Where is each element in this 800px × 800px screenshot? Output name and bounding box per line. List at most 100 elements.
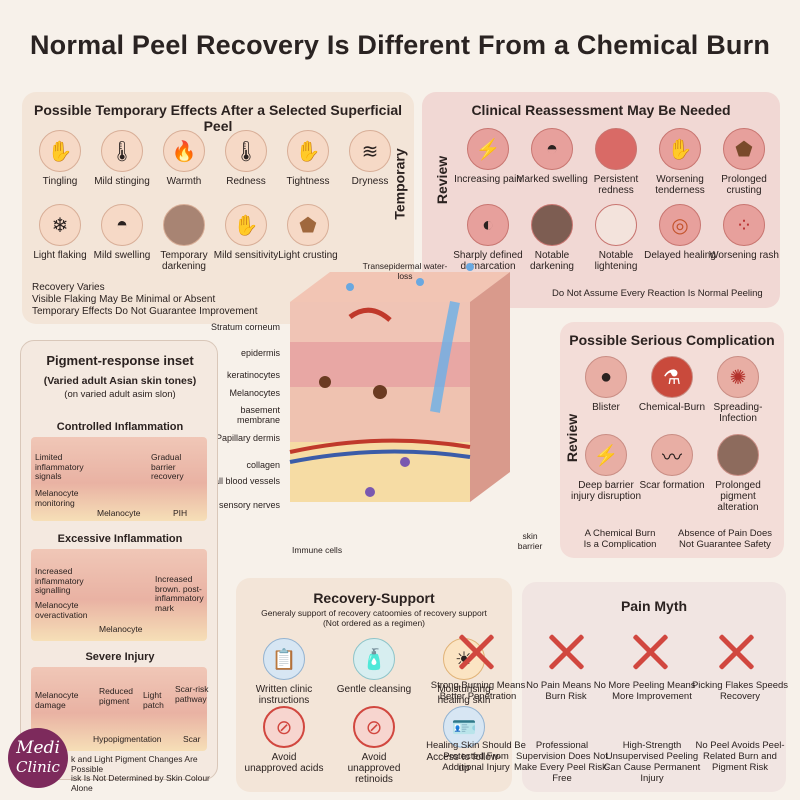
- blister-icon: ●: [585, 356, 627, 398]
- label-scar-risk: Scar-risk pathway: [175, 684, 209, 704]
- x-icon: [546, 632, 586, 672]
- hand-icon: ✋: [287, 130, 329, 172]
- label-limited-signals: Limited inflammatory signals: [35, 452, 84, 481]
- support-avoid-acids: ⊘Avoid unapproved acids: [244, 706, 324, 774]
- flask-icon: ⚗: [651, 356, 693, 398]
- clinical-notable-lightening: Notable lightening: [580, 204, 652, 272]
- label-reduced-pigment: Reduced pigment: [99, 686, 134, 706]
- label-pih: PIH: [173, 508, 188, 518]
- label-basement-membrane: basement membrane: [236, 405, 280, 425]
- label-sensory-nerves: sensory nerves: [218, 500, 280, 510]
- dry-skin-icon: ≋: [349, 130, 391, 172]
- no-dropper-icon: ⊘: [353, 706, 395, 748]
- excessive-inflammation-panel: [31, 549, 207, 641]
- clinical-note: Do Not Assume Every Reaction Is Normal P…: [552, 288, 763, 299]
- label-epidermis: epidermis: [240, 348, 280, 358]
- label-small-blood-vessels: small blood vessels: [201, 476, 280, 486]
- hand-icon: ✋: [659, 128, 701, 170]
- serious-side-label: Review: [564, 413, 581, 463]
- temporary-effects-panel: Possible Temporary Effects After a Selec…: [22, 92, 414, 324]
- flakes-icon: ❄: [39, 204, 81, 246]
- clinical-reassessment-panel: Clinical Reassessment May Be Needed ⚡Inc…: [422, 92, 780, 308]
- serious-prolonged-pigment: Prolonged pigment alteration: [702, 434, 774, 513]
- light-spot-icon: [595, 204, 637, 246]
- clinical-prolonged-crusting: ⬟Prolonged crusting: [708, 128, 780, 196]
- clinical-persistent-redness: Persistent redness: [580, 128, 652, 196]
- temporary-side-label: Temporary: [391, 148, 408, 220]
- hand-icon: ✋: [225, 204, 267, 246]
- controlled-inflammation-title: Controlled Inflammation: [56, 421, 184, 433]
- clipboard-icon: 📋: [263, 638, 305, 680]
- label-melanocyte-overactivation: Melanocyte overactivation: [35, 600, 88, 620]
- pigment-response-inset: Pigment-response inset (Varied adult Asi…: [20, 340, 218, 792]
- swelling-icon: ◓: [101, 204, 143, 246]
- serious-note-1: A Chemical Burn Is a Complication: [583, 528, 657, 550]
- serious-chemical-burn: ⚗Chemical-Burn: [636, 356, 708, 413]
- dark-spot-icon: [163, 204, 205, 246]
- support-gentle-cleansing: 🧴Gentle cleansing: [334, 638, 414, 695]
- serious-note-2: Absence of Pain Does Not Guarantee Safet…: [677, 528, 772, 550]
- myth-2: No Pain Means No Burn Risk: [526, 680, 606, 702]
- x-icon: [716, 632, 756, 672]
- fact-2: Professional Supervision Does Not Make E…: [513, 740, 611, 784]
- clinical-demarcation-line: ◐Sharply defined demarcation line: [452, 204, 524, 283]
- myth-4: Picking Flakes Speeds Recovery: [691, 680, 789, 702]
- label-melanocyte-1: Melanocyte: [97, 508, 141, 518]
- effects-title: Possible Temporary Effects After a Selec…: [33, 102, 403, 134]
- pigment-footer: k and Light Pigment Changes Are Possible…: [71, 754, 210, 793]
- label-melanocyte-2: Melanocyte: [99, 624, 143, 634]
- serious-deep-barrier: ⚡Deep barrier injury disruption: [570, 434, 642, 502]
- cleanser-icon: 🧴: [353, 638, 395, 680]
- rash-icon: ⁘: [723, 204, 765, 246]
- clinical-worsening-tenderness: ✋Worsening tenderness: [644, 128, 716, 196]
- label-light-patch: Light patch: [143, 690, 164, 710]
- dark-spot-icon: [717, 434, 759, 476]
- label-stratum-corneum: Stratum corneum: [210, 322, 280, 332]
- clinical-marked-swelling: ◓Marked swelling: [516, 128, 588, 185]
- clinical-side-label: Review: [434, 155, 451, 205]
- severe-injury-title: Severe Injury: [85, 651, 155, 663]
- label-scar: Scar: [183, 734, 201, 744]
- swelling-icon: ◓: [531, 128, 573, 170]
- pigment-title: Pigment-response inset: [46, 353, 194, 368]
- thermometer-icon: 🌡: [225, 130, 267, 172]
- x-icon: [456, 632, 496, 672]
- id-card-icon: 🪪: [443, 706, 485, 748]
- clinical-increasing-pain: ⚡Increasing pain: [452, 128, 524, 185]
- support-follow-up: 🪪Access to follow-up: [424, 706, 504, 774]
- effect-light-flaking: ❄Light flaking: [24, 204, 96, 261]
- serious-title: Possible Serious Complication: [569, 332, 775, 348]
- label-increased-signalling: Increased inflammatory signalling: [35, 566, 84, 595]
- dark-spot-icon: [531, 204, 573, 246]
- fact-4: No Peel Avoids Peel-Related Burn and Pig…: [695, 740, 785, 773]
- label-keratinocytes: keratinocytes: [226, 370, 280, 380]
- clinical-delayed-healing: ◎Delayed healing: [644, 204, 716, 261]
- red-circle-icon: [595, 128, 637, 170]
- effect-warmth: 🔥Warmth: [148, 130, 220, 187]
- virus-icon: ✺: [717, 356, 759, 398]
- label-immune-cells: Immune cells: [292, 545, 343, 555]
- fact-3: High-Strength Unsupervised Peeling Can C…: [603, 740, 701, 784]
- label-skin-barrier: skin barrier: [517, 531, 543, 551]
- clinical-notable-darkening: Notable darkening: [516, 204, 588, 272]
- pigment-subtitle-1: (Varied adult Asian skin tones): [43, 375, 197, 387]
- x-icon: [630, 632, 670, 672]
- effects-notes: Recovery Varies Visible Flaking May Be M…: [32, 282, 258, 317]
- pigment-subtitle-2: (on varied adult asim slon): [64, 389, 176, 400]
- crack-icon: ⚡: [585, 434, 627, 476]
- serious-scar-formation: 〰Scar formation: [636, 434, 708, 491]
- scar-icon: 〰: [651, 434, 693, 476]
- thermometer-icon: 🌡: [101, 130, 143, 172]
- effect-mild-swelling: ◓Mild swelling: [86, 204, 158, 261]
- controlled-inflammation-panel: [31, 437, 207, 521]
- transepidermal-label: Transepidermal water-loss: [362, 261, 448, 281]
- crust-icon: ⬟: [723, 128, 765, 170]
- clinical-worsening-rash: ⁘Worsening rash: [708, 204, 780, 261]
- serious-blister: ●Blister: [570, 356, 642, 413]
- effect-mild-sensitivity: ✋Mild sensitivity: [210, 204, 282, 261]
- label-gradual-recovery: Gradual barrier recovery: [151, 452, 184, 481]
- hand-icon: ✋: [39, 130, 81, 172]
- wound-icon: ◎: [659, 204, 701, 246]
- myth-3: More Peeling Means More Improvement: [608, 680, 696, 702]
- clinical-title: Clinical Reassessment May Be Needed: [471, 102, 731, 118]
